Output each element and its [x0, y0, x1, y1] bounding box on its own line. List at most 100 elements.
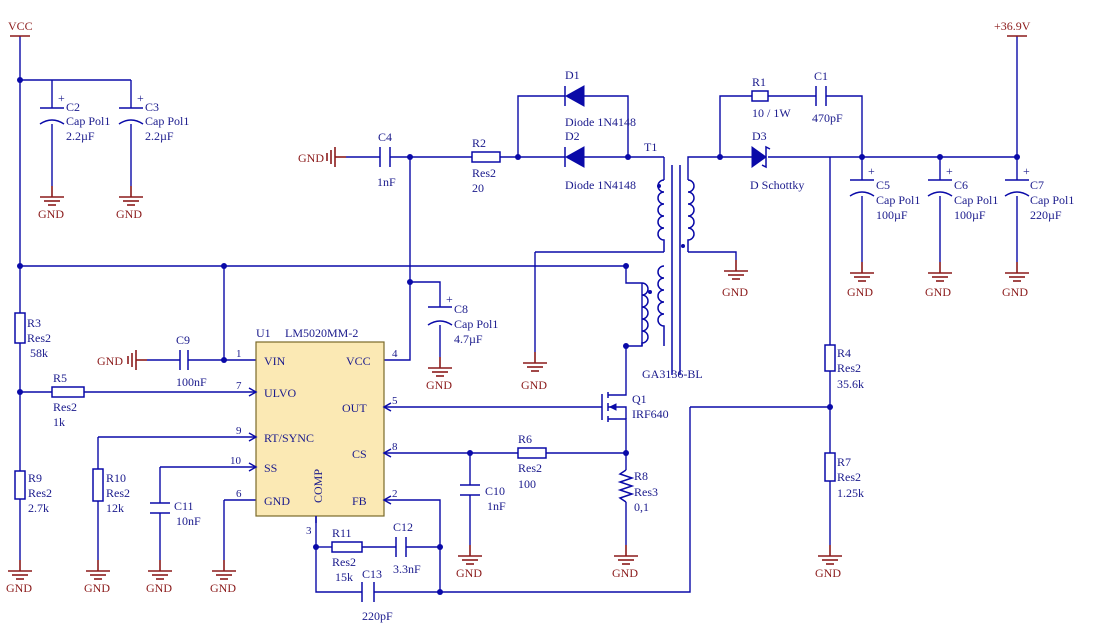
capacitor-c2: + C2 Cap Pol1 2.2µF	[39, 91, 110, 143]
svg-text:0,1: 0,1	[634, 500, 649, 514]
plus-icon: +	[1023, 164, 1030, 178]
diode-d3: D3 D Schottky	[750, 129, 804, 192]
capacitor-c1: C1 470pF	[812, 69, 843, 125]
svg-text:5: 5	[392, 395, 398, 407]
vcc-label: VCC	[8, 19, 33, 33]
svg-text:2.2µF: 2.2µF	[66, 129, 95, 143]
resistor-r5: R5 Res2 1k	[51, 371, 85, 429]
svg-text:C3: C3	[145, 100, 159, 114]
svg-text:C4: C4	[378, 130, 392, 144]
capacitor-c9: C9 100nF	[176, 333, 207, 389]
plus-icon: +	[946, 164, 953, 178]
resistor-r11: R11 Res2 15k	[331, 526, 363, 584]
svg-text:GND: GND	[847, 285, 873, 299]
svg-text:GND: GND	[146, 581, 172, 595]
capacitor-c7: + C7 Cap Pol1 220µF	[1004, 164, 1074, 222]
resistor-r2: R2 Res2 20	[471, 136, 501, 195]
ground-labels: GND GND GND GND GND GND GND GND GND GND …	[6, 151, 1028, 595]
svg-text:C2: C2	[66, 100, 80, 114]
svg-text:D2: D2	[565, 129, 580, 143]
svg-text:10: 10	[230, 455, 242, 467]
capacitor-c8: + C8 Cap Pol1 4.7µF	[427, 292, 498, 346]
resistor-r1: R1 10 / 1W	[751, 75, 791, 120]
svg-text:Res2: Res2	[837, 361, 861, 375]
plus-icon: +	[446, 292, 453, 306]
svg-text:GND: GND	[456, 566, 482, 580]
svg-text:58k: 58k	[30, 346, 48, 360]
svg-text:GND: GND	[1002, 285, 1028, 299]
svg-text:Diode 1N4148: Diode 1N4148	[565, 115, 636, 129]
ic-u1: U1 LM5020MM-2 VIN ULVO RT/SYNC SS GND VC…	[230, 326, 398, 537]
svg-text:R8: R8	[634, 469, 648, 483]
junction-dots	[17, 77, 1020, 595]
vcc-power-port: VCC	[8, 19, 33, 37]
svg-text:Res2: Res2	[28, 486, 52, 500]
svg-text:IRF640: IRF640	[632, 407, 669, 421]
svg-text:GND: GND	[84, 581, 110, 595]
svg-text:100µF: 100µF	[954, 208, 986, 222]
svg-text:6: 6	[236, 488, 242, 500]
svg-text:GND: GND	[815, 566, 841, 580]
svg-text:3: 3	[306, 525, 312, 537]
svg-text:C11: C11	[174, 499, 194, 513]
svg-text:R7: R7	[837, 455, 851, 469]
mosfet-q1: Q1 IRF640	[601, 392, 669, 422]
svg-text:C9: C9	[176, 333, 190, 347]
svg-text:2.7k: 2.7k	[28, 501, 49, 515]
svg-text:Q1: Q1	[632, 392, 647, 406]
svg-text:Diode 1N4148: Diode 1N4148	[565, 178, 636, 192]
svg-text:1.25k: 1.25k	[837, 486, 864, 500]
svg-text:RT/SYNC: RT/SYNC	[264, 431, 314, 445]
svg-text:VCC: VCC	[346, 354, 371, 368]
svg-text:GND: GND	[6, 581, 32, 595]
svg-text:Res2: Res2	[837, 470, 861, 484]
svg-text:220µF: 220µF	[1030, 208, 1062, 222]
svg-text:VIN: VIN	[264, 354, 286, 368]
svg-text:1k: 1k	[53, 415, 65, 429]
svg-text:Res2: Res2	[518, 461, 542, 475]
svg-text:100µF: 100µF	[876, 208, 908, 222]
svg-text:D3: D3	[752, 129, 767, 143]
svg-text:1: 1	[236, 348, 242, 360]
resistor-r3: R3 Res2 58k	[14, 312, 51, 360]
svg-text:12k: 12k	[106, 501, 124, 515]
resistor-r4: R4 Res2 35.6k	[824, 344, 864, 391]
svg-text:Res2: Res2	[106, 486, 130, 500]
ic-part: LM5020MM-2	[285, 326, 358, 340]
svg-text:R6: R6	[518, 432, 532, 446]
svg-text:R10: R10	[106, 471, 126, 485]
svg-text:GND: GND	[97, 354, 123, 368]
capacitor-c11: C11 10nF	[150, 499, 201, 528]
svg-text:20: 20	[472, 181, 484, 195]
capacitor-c4: C4 1nF	[377, 130, 396, 189]
svg-text:GND: GND	[38, 207, 64, 221]
plus-icon: +	[137, 91, 144, 105]
svg-text:100: 100	[518, 477, 536, 491]
svg-text:Res2: Res2	[27, 331, 51, 345]
comp-pin-label: COMP	[311, 469, 325, 503]
svg-text:C6: C6	[954, 178, 968, 192]
capacitor-c5: + C5 Cap Pol1 100µF	[849, 164, 920, 222]
svg-text:R1: R1	[752, 75, 766, 89]
svg-text:C8: C8	[454, 302, 468, 316]
svg-text:GND: GND	[116, 207, 142, 221]
svg-text:GND: GND	[264, 494, 290, 508]
svg-text:1nF: 1nF	[487, 499, 506, 513]
svg-text:470pF: 470pF	[812, 111, 843, 125]
resistor-r6: R6 Res2 100	[517, 432, 547, 491]
svg-text:SS: SS	[264, 461, 277, 475]
svg-text:R3: R3	[27, 316, 41, 330]
svg-text:Cap Pol1: Cap Pol1	[145, 114, 189, 128]
svg-text:15k: 15k	[335, 570, 353, 584]
svg-text:10nF: 10nF	[176, 514, 201, 528]
svg-text:Cap Pol1: Cap Pol1	[66, 114, 110, 128]
plus-icon: +	[868, 164, 875, 178]
svg-text:2.2µF: 2.2µF	[145, 129, 174, 143]
svg-text:100nF: 100nF	[176, 375, 207, 389]
plus-icon: +	[58, 91, 65, 105]
vout-label: +36.9V	[994, 19, 1031, 33]
svg-text:8: 8	[392, 441, 398, 453]
svg-text:C5: C5	[876, 178, 890, 192]
svg-text:3.3nF: 3.3nF	[393, 562, 421, 576]
